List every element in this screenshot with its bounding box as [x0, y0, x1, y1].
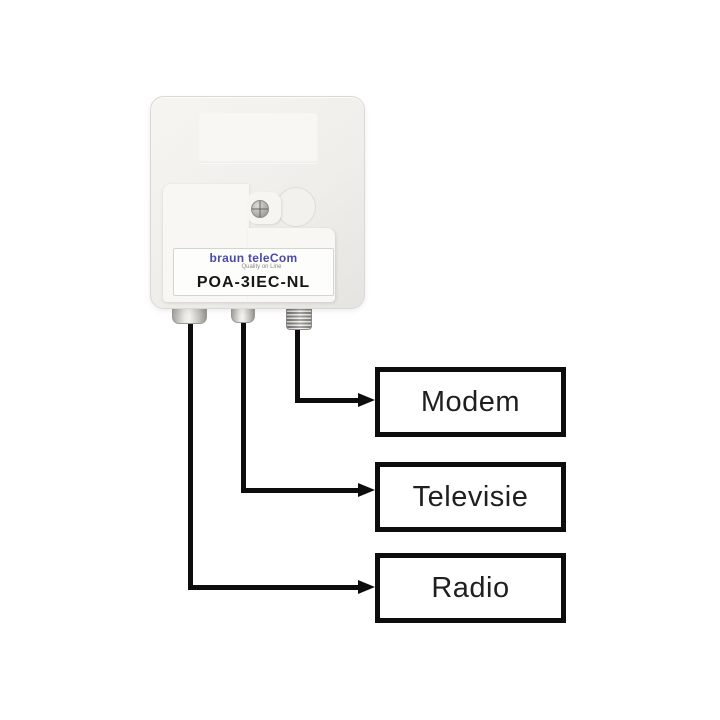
- modem-box: Modem: [375, 367, 566, 437]
- product-label: braun teleCom Quality on Line POA-3IEC-N…: [173, 248, 334, 296]
- model-number: POA-3IEC-NL: [196, 274, 311, 291]
- radio-box: Radio: [375, 553, 566, 623]
- radio-cable-vertical: [187, 312, 193, 590]
- outlet-top-inset: [198, 113, 318, 163]
- brand-logo: braun teleCom: [209, 251, 298, 265]
- knockout-circle: [276, 187, 316, 227]
- televisie-cable-horizontal: [240, 487, 358, 493]
- radio-arrow-icon: [358, 580, 375, 594]
- brand-tagline: Quality on Line: [241, 264, 282, 270]
- radio-cable-horizontal: [187, 585, 358, 590]
- screw-icon: [251, 200, 269, 218]
- outlet-faceplate: braun teleCom Quality on Line POA-3IEC-N…: [150, 96, 365, 309]
- modem-arrow-icon: [358, 392, 375, 407]
- televisie-box: Televisie: [375, 462, 566, 532]
- televisie-arrow-icon: [358, 482, 375, 497]
- radio-box-label: Radio: [431, 571, 510, 604]
- modem-box-label: Modem: [420, 385, 521, 418]
- modem-cable-horizontal: [295, 397, 358, 403]
- televisie-box-label: Televisie: [412, 480, 529, 513]
- modem-cable-vertical: [295, 315, 300, 403]
- televisie-cable-vertical: [240, 312, 246, 493]
